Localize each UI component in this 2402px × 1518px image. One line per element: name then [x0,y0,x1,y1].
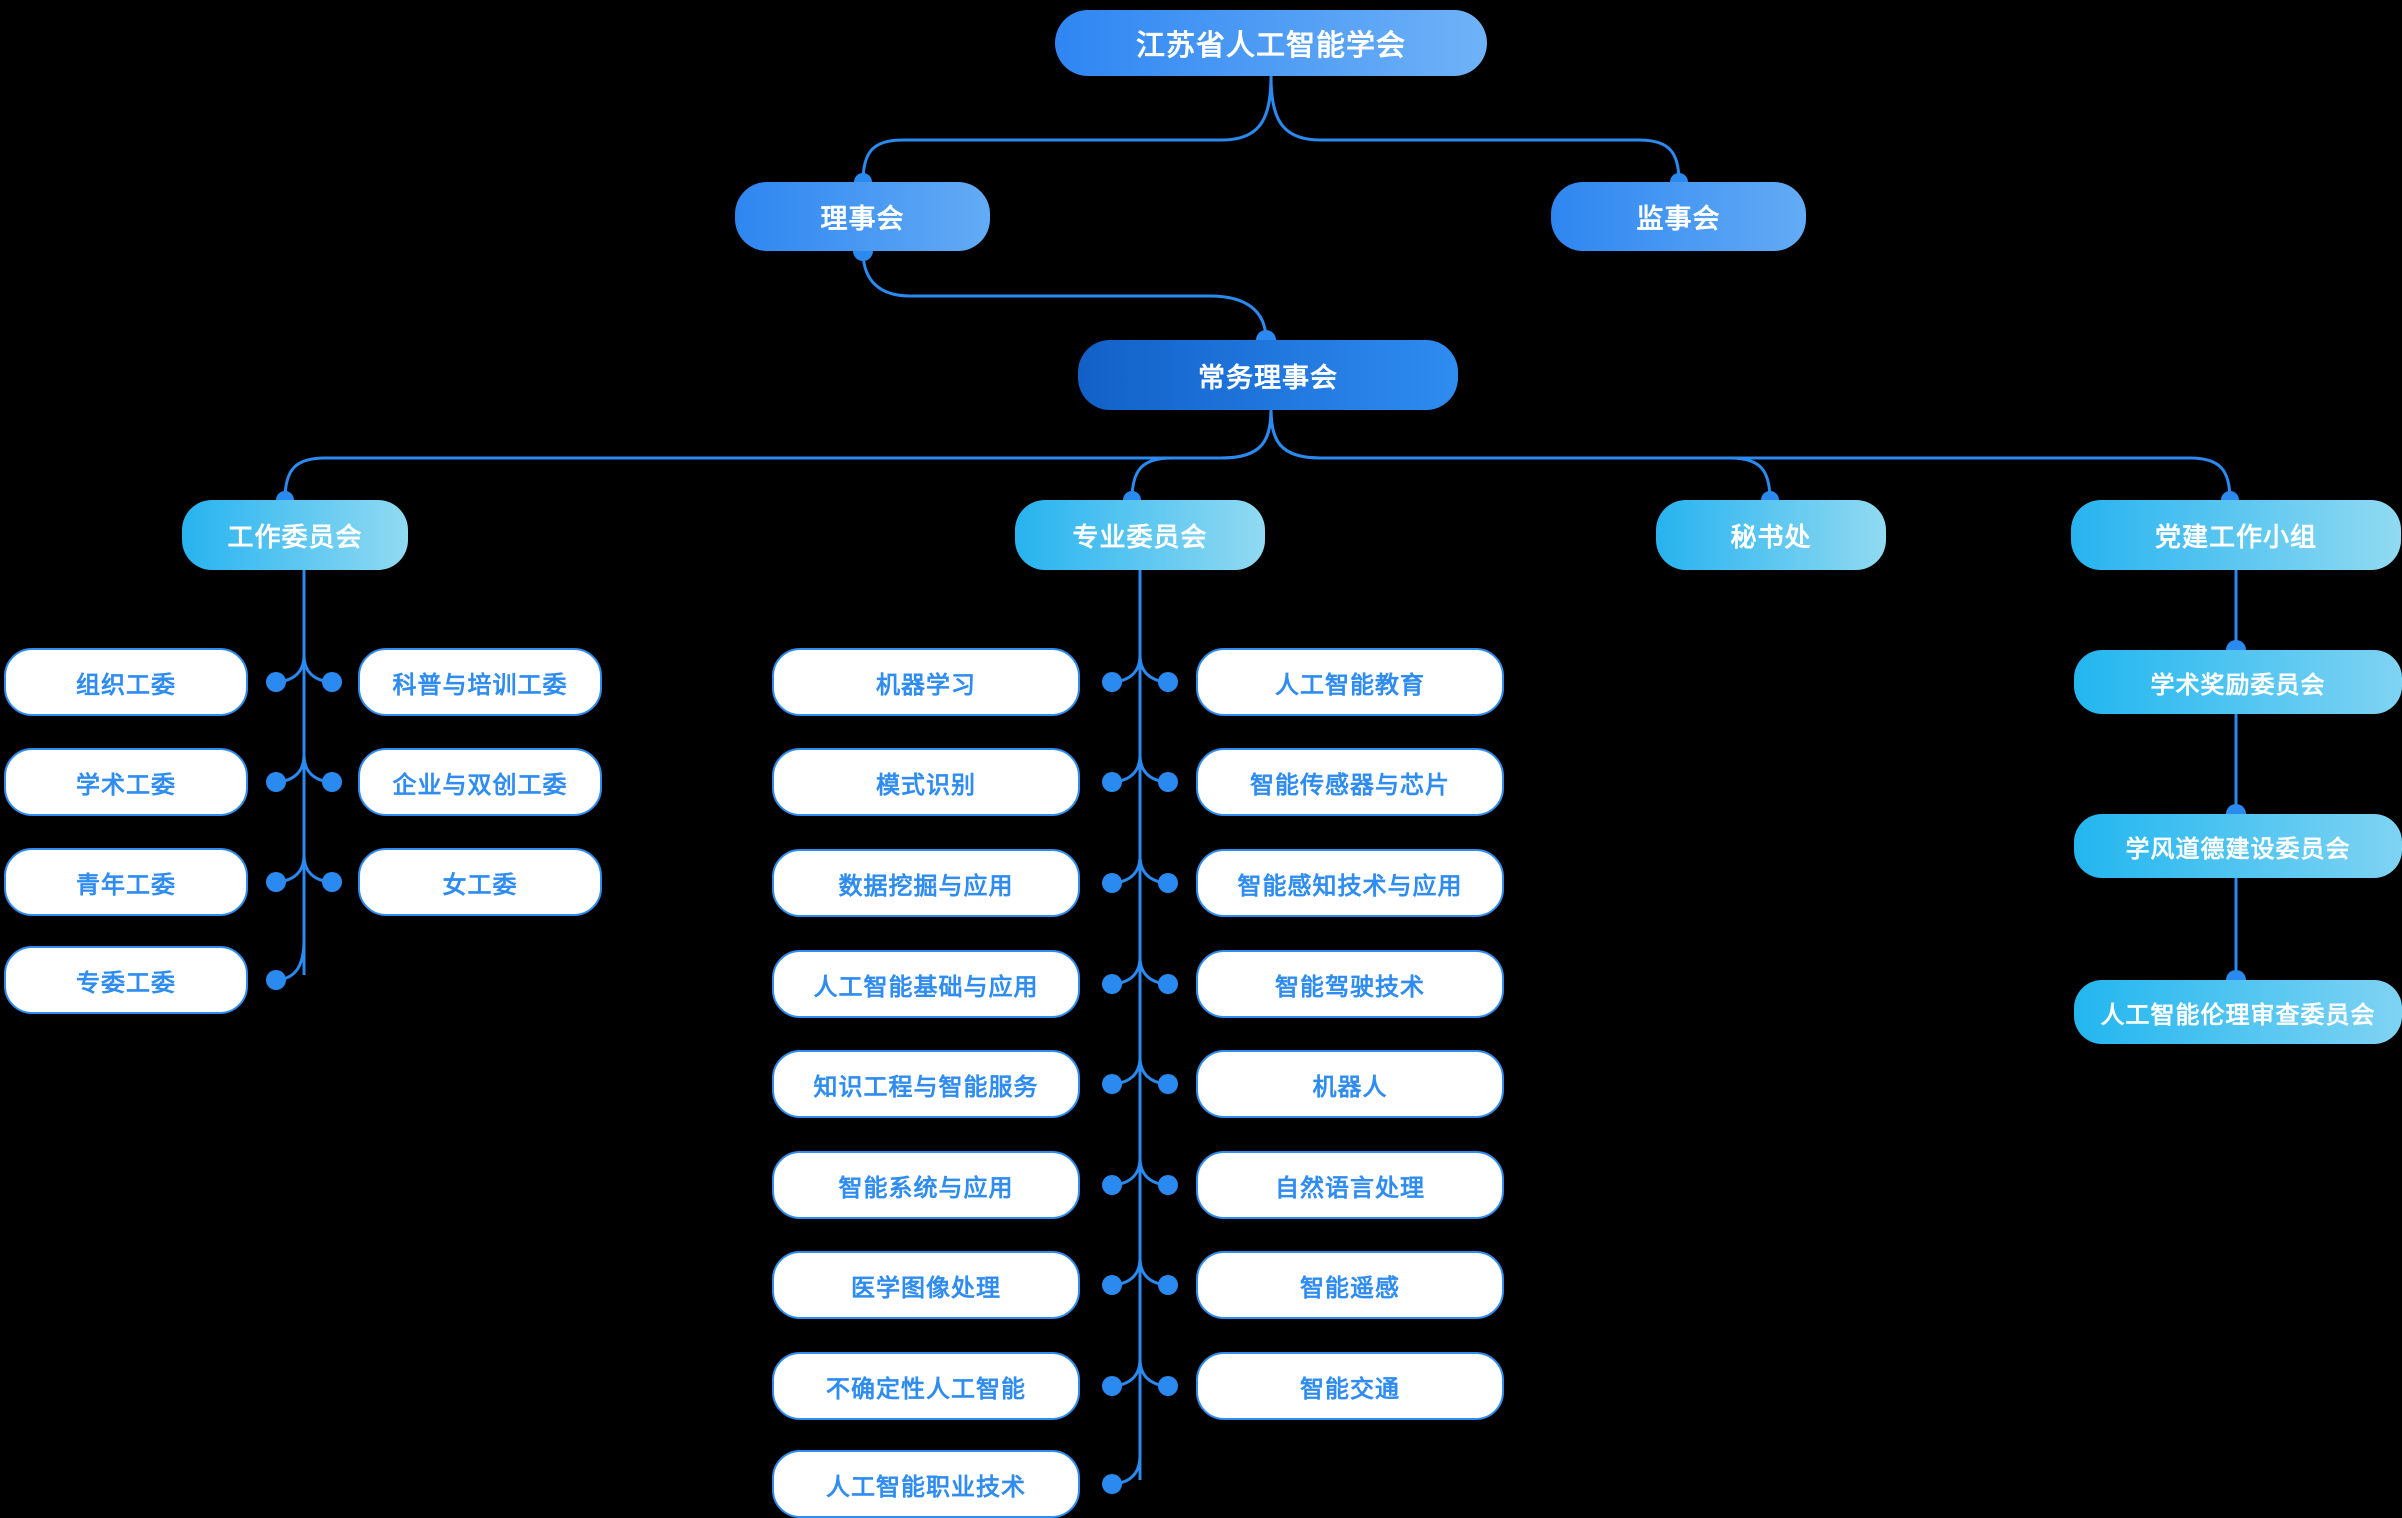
leaf-pro-left-5[interactable]: 智能系统与应用 [772,1151,1080,1219]
leaf-pro-right-1[interactable]: 智能传感器与芯片 [1196,748,1504,816]
node-party-group[interactable]: 党建工作小组 [2071,500,2401,570]
leaf-pro-right-5[interactable]: 自然语言处理 [1196,1151,1504,1219]
leaf-pro-left-1[interactable]: 模式识别 [772,748,1080,816]
leaf-pro-right-7[interactable]: 智能交通 [1196,1352,1504,1420]
leaf-pro-left-4[interactable]: 知识工程与智能服务 [772,1050,1080,1118]
node-standing-council[interactable]: 常务理事会 [1078,340,1458,410]
leaf-party-2[interactable]: 人工智能伦理审查委员会 [2074,980,2402,1044]
leaf-pro-left-8[interactable]: 人工智能职业技术 [772,1450,1080,1518]
leaf-pro-left-3[interactable]: 人工智能基础与应用 [772,950,1080,1018]
node-work-committee[interactable]: 工作委员会 [182,500,408,570]
leaf-work-left-1[interactable]: 学术工委 [4,748,248,816]
leaf-pro-right-3[interactable]: 智能驾驶技术 [1196,950,1504,1018]
leaf-work-left-3[interactable]: 专委工委 [4,946,248,1014]
leaf-pro-right-2[interactable]: 智能感知技术与应用 [1196,849,1504,917]
leaf-work-left-0[interactable]: 组织工委 [4,648,248,716]
leaf-pro-right-0[interactable]: 人工智能教育 [1196,648,1504,716]
node-supervisors[interactable]: 监事会 [1551,182,1806,251]
leaf-pro-left-6[interactable]: 医学图像处理 [772,1251,1080,1319]
leaf-work-right-0[interactable]: 科普与培训工委 [358,648,602,716]
node-board[interactable]: 理事会 [735,182,990,251]
leaf-work-right-1[interactable]: 企业与双创工委 [358,748,602,816]
leaf-pro-right-4[interactable]: 机器人 [1196,1050,1504,1118]
node-professional-committee[interactable]: 专业委员会 [1015,500,1265,570]
leaf-party-0[interactable]: 学术奖励委员会 [2074,650,2402,714]
node-secretariat[interactable]: 秘书处 [1656,500,1886,570]
leaf-pro-left-0[interactable]: 机器学习 [772,648,1080,716]
node-root[interactable]: 江苏省人工智能学会 [1055,10,1487,76]
leaf-pro-right-6[interactable]: 智能遥感 [1196,1251,1504,1319]
leaf-pro-left-2[interactable]: 数据挖掘与应用 [772,849,1080,917]
leaf-work-left-2[interactable]: 青年工委 [4,848,248,916]
leaf-party-1[interactable]: 学风道德建设委员会 [2074,814,2402,878]
leaf-pro-left-7[interactable]: 不确定性人工智能 [772,1352,1080,1420]
leaf-work-right-2[interactable]: 女工委 [358,848,602,916]
